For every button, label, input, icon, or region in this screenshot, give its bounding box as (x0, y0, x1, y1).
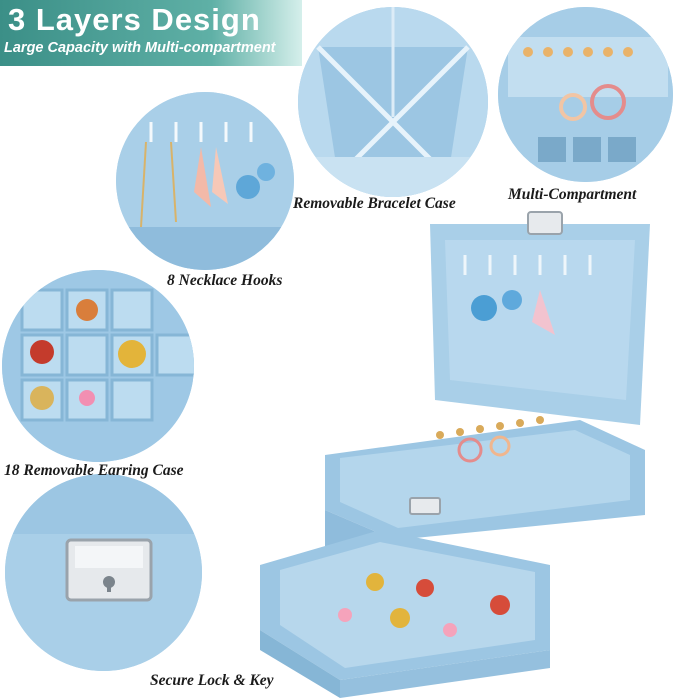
banner-title: 3 Layers Design (8, 2, 261, 37)
earring-case-detail (2, 270, 194, 462)
necklace-hooks-detail (116, 92, 294, 270)
caption-bracelet-case: Removable Bracelet Case (293, 195, 456, 212)
caption-necklace-hooks: 8 Necklace Hooks (167, 272, 283, 289)
padlock-clasp-icon (65, 538, 153, 602)
caption-earring-case: 18 Removable Earring Case (4, 462, 184, 479)
multi-compartment-detail (498, 7, 673, 182)
caption-lock-key: Secure Lock & Key (150, 672, 274, 689)
jewelry-box-product (260, 211, 650, 698)
lock-detail (5, 474, 202, 671)
title-banner: 3 Layers Design Large Capacity with Mult… (0, 0, 302, 66)
banner-subtitle: Large Capacity with Multi-compartment (4, 40, 276, 56)
bracelet-case-detail (298, 7, 488, 197)
caption-multi-compartment: Multi-Compartment (508, 186, 637, 203)
